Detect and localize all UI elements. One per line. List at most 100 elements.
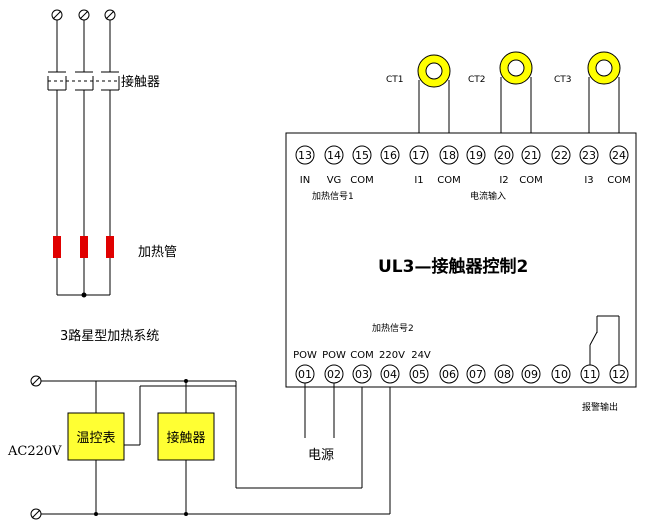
label-pow-01: POW xyxy=(293,350,317,361)
label-220v: 220V xyxy=(379,350,405,361)
ct-2: CT2 xyxy=(468,51,533,145)
label-i3: I3 xyxy=(584,175,593,186)
svg-text:22: 22 xyxy=(554,149,568,162)
contactor-box xyxy=(157,412,215,461)
svg-text:01: 01 xyxy=(298,368,312,381)
system-caption: 3路星型加热系统 xyxy=(60,328,159,344)
ct-3: CT3 xyxy=(554,51,621,145)
label-24v: 24V xyxy=(411,350,431,361)
top-terminal-14: 14 xyxy=(324,145,344,165)
top-terminal-20: 20 xyxy=(494,145,514,165)
heater-tube-3 xyxy=(106,236,114,258)
top-terminal-17: 17 xyxy=(409,145,429,165)
svg-text:03: 03 xyxy=(355,368,369,381)
bottom-terminal-02: 02 xyxy=(324,364,344,384)
module-title: UL3—接触器控制2 xyxy=(378,256,528,277)
thermostat-label: 温控表 xyxy=(76,431,115,446)
svg-text:04: 04 xyxy=(383,368,397,381)
current-input-label: 电流输入 xyxy=(470,190,506,202)
label-i1: I1 xyxy=(414,175,423,186)
svg-text:21: 21 xyxy=(524,149,538,162)
contactor-contacts xyxy=(47,71,120,91)
svg-text:11: 11 xyxy=(583,368,597,381)
label-com-03: COM xyxy=(350,350,373,361)
svg-text:02: 02 xyxy=(327,368,341,381)
ac-supply-label: AC220V xyxy=(7,444,62,459)
bottom-terminal-12: 12 xyxy=(609,364,629,384)
svg-text:19: 19 xyxy=(469,149,483,162)
top-terminal-13: 13 xyxy=(295,145,315,165)
ul3-module-body xyxy=(285,132,637,388)
top-terminal-22: 22 xyxy=(551,145,571,165)
bottom-terminal-05: 05 xyxy=(409,364,429,384)
power-leads: 电源 xyxy=(304,383,335,463)
phase-terminal-3 xyxy=(104,9,116,21)
ct-1: CT1 xyxy=(386,54,451,145)
ct-2-label: CT2 xyxy=(468,75,486,85)
svg-text:08: 08 xyxy=(497,368,511,381)
label-com-21: COM xyxy=(519,175,542,186)
svg-text:18: 18 xyxy=(442,149,456,162)
label-i2: I2 xyxy=(499,175,508,186)
star-point-node xyxy=(81,292,87,298)
phase-terminal-1 xyxy=(51,9,63,21)
svg-text:23: 23 xyxy=(582,149,596,162)
ct-1-label: CT1 xyxy=(386,75,404,85)
top-terminal-19: 19 xyxy=(466,145,486,165)
svg-text:09: 09 xyxy=(524,368,538,381)
current-transformers: CT1 CT2 CT3 xyxy=(386,51,621,145)
heater-tube-label: 加热管 xyxy=(138,245,177,260)
bottom-terminal-11: 11 xyxy=(580,364,600,384)
ul3-module: 13 14 15 16 17 18 19 20 xyxy=(285,132,637,388)
svg-text:14: 14 xyxy=(327,149,341,162)
label-vg: VG xyxy=(327,175,342,186)
bottom-terminal-08: 08 xyxy=(494,364,514,384)
bottom-terminal-07: 07 xyxy=(466,364,486,384)
three-phase-heater-system: 接触器 加热管 3路星型加热系统 xyxy=(47,9,177,344)
bottom-terminal-04: 04 xyxy=(380,364,400,384)
bottom-terminal-09: 09 xyxy=(521,364,541,384)
contactor-box-label: 接触器 xyxy=(166,430,205,446)
power-label: 电源 xyxy=(308,448,334,463)
top-terminal-23: 23 xyxy=(579,145,599,165)
svg-text:07: 07 xyxy=(469,368,483,381)
svg-text:10: 10 xyxy=(554,368,568,381)
heat-signal-2-label: 加热信号2 xyxy=(372,322,414,334)
heat-signal-1-label: 加热信号1 xyxy=(312,190,354,202)
label-pow-02: POW xyxy=(322,350,346,361)
ac-terminal-bottom xyxy=(30,508,42,520)
label-com-24: COM xyxy=(607,175,630,186)
svg-text:06: 06 xyxy=(442,368,456,381)
contactor-top-label: 接触器 xyxy=(121,74,160,90)
label-com-15: COM xyxy=(350,175,373,186)
heater-tube-2 xyxy=(80,236,88,258)
top-terminal-18: 18 xyxy=(439,145,459,165)
top-terminal-16: 16 xyxy=(380,145,400,165)
bottom-terminal-06: 06 xyxy=(439,364,459,384)
svg-text:16: 16 xyxy=(383,149,397,162)
heater-tube-1 xyxy=(53,236,61,258)
svg-text:20: 20 xyxy=(497,149,511,162)
svg-text:13: 13 xyxy=(298,149,312,162)
label-in: IN xyxy=(300,175,310,186)
thermostat-box xyxy=(67,412,125,461)
phase-terminal-2 xyxy=(78,9,90,21)
top-terminal-24: 24 xyxy=(609,145,629,165)
svg-text:24: 24 xyxy=(612,149,626,162)
ct-3-label: CT3 xyxy=(554,75,572,85)
svg-text:05: 05 xyxy=(412,368,426,381)
svg-text:15: 15 xyxy=(355,149,369,162)
top-terminal-15: 15 xyxy=(352,145,372,165)
label-com-18: COM xyxy=(437,175,460,186)
alarm-relay-contact xyxy=(589,315,620,366)
alarm-output-label: 报警输出 xyxy=(582,401,618,413)
top-terminal-21: 21 xyxy=(521,145,541,165)
control-circuit: AC220V 温控表 接触器 xyxy=(7,375,391,520)
svg-text:17: 17 xyxy=(412,149,426,162)
svg-text:12: 12 xyxy=(612,368,626,381)
bottom-terminal-10: 10 xyxy=(551,364,571,384)
bottom-terminal-03: 03 xyxy=(352,364,372,384)
ac-terminal-top xyxy=(30,375,42,387)
bottom-terminal-01: 01 xyxy=(295,364,315,384)
